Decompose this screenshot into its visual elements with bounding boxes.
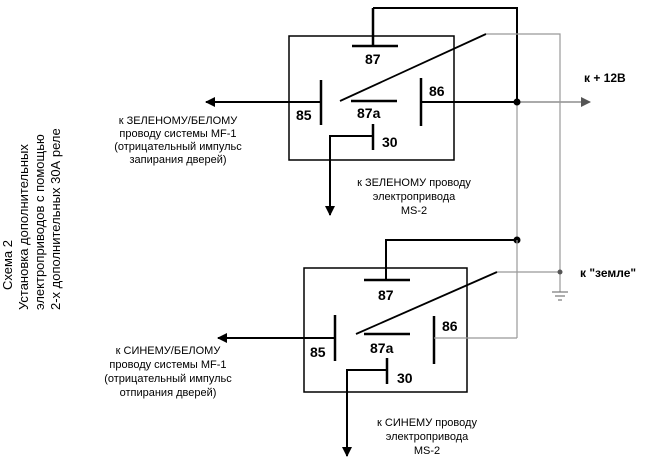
relay-2-pin-87a: 87a — [370, 340, 394, 356]
side-title-line-2: Установка дополнительных — [16, 144, 31, 310]
plus12-junction-1 — [513, 98, 521, 106]
relay-2-left-label-line-2: проводу системы MF-1 — [109, 359, 226, 371]
relay-2-bottom-label-line-1: к СИНЕМУ проводу — [377, 417, 477, 429]
relay-1-pin-87: 87 — [365, 51, 381, 67]
relay-1: 87 87a 85 86 30 — [205, 8, 517, 216]
relay-1-bottom-label: к ЗЕЛЕНОМУ проводу электропривода MS-2 — [357, 177, 471, 217]
relay-1-bottom-label-line-2: электропривода — [373, 191, 456, 203]
relay-2-left-label-line-4: отпирания дверей) — [120, 387, 217, 399]
side-title: Схема 2 Установка дополнительных электро… — [0, 128, 63, 310]
ground-bus — [486, 33, 561, 292]
side-title-line-4: 2-х дополнительных 30А реле — [48, 128, 63, 310]
ground-icon — [552, 291, 568, 301]
relay-2-pin-30: 30 — [397, 370, 413, 386]
relay-2-bottom-label-line-2: электропривода — [386, 431, 469, 443]
side-title-line-3: электроприводов с помощью — [32, 134, 47, 310]
plus12-label: к + 12В — [584, 71, 626, 85]
relay-1-left-label: к ЗЕЛЕНОМУ/БЕЛОМУ проводу системы MF-1 (… — [114, 115, 242, 166]
relay-2-bottom-label: к СИНЕМУ проводу электропривода MS-2 — [377, 417, 477, 457]
relay-2-left-label-line-3: (отрицательный импульс — [104, 373, 232, 385]
relay-1-left-label-line-3: (отрицательный импульс — [114, 141, 242, 153]
relay-2: 87 87a 85 86 30 — [217, 239, 517, 457]
relay-1-body — [288, 35, 455, 161]
relay-1-wire-87-loop — [373, 7, 518, 102]
relay-2-switch-arm — [355, 271, 498, 335]
relay-2-wire-30 — [342, 369, 387, 457]
relay-1-pin-85: 85 — [296, 107, 312, 123]
ground-junction — [557, 269, 563, 275]
relay-1-switch-arm — [339, 33, 487, 102]
relay-2-wire-87 — [385, 239, 517, 280]
relay-1-left-label-line-1: к ЗЕЛЕНОМУ/БЕЛОМУ — [119, 115, 239, 127]
relay-2-pin-85: 85 — [310, 344, 326, 360]
relay-1-left-label-line-4: запирания дверей) — [129, 154, 226, 166]
relay-2-left-label-line-1: к СИНЕМУ/БЕЛОМУ — [116, 345, 222, 357]
ground-label: к "земле" — [580, 266, 636, 280]
relay-1-pin-87a: 87a — [357, 105, 381, 121]
relay-1-bottom-label-line-3: MS-2 — [401, 205, 427, 217]
side-title-line-1: Схема 2 — [0, 240, 15, 290]
relay-1-left-label-line-2: проводу системы MF-1 — [119, 128, 236, 140]
relay-1-wire-30 — [325, 135, 373, 216]
relay-2-bottom-label-line-3: MS-2 — [414, 445, 440, 457]
relay-2-pin-87: 87 — [378, 287, 394, 303]
relay-1-pin-30: 30 — [382, 134, 398, 150]
relay-1-pin-86: 86 — [429, 83, 445, 99]
relay-1-bottom-label-line-1: к ЗЕЛЕНОМУ проводу — [357, 177, 471, 189]
relay-2-pin-86: 86 — [442, 318, 458, 334]
relay-2-left-label: к СИНЕМУ/БЕЛОМУ проводу системы MF-1 (от… — [104, 345, 232, 399]
